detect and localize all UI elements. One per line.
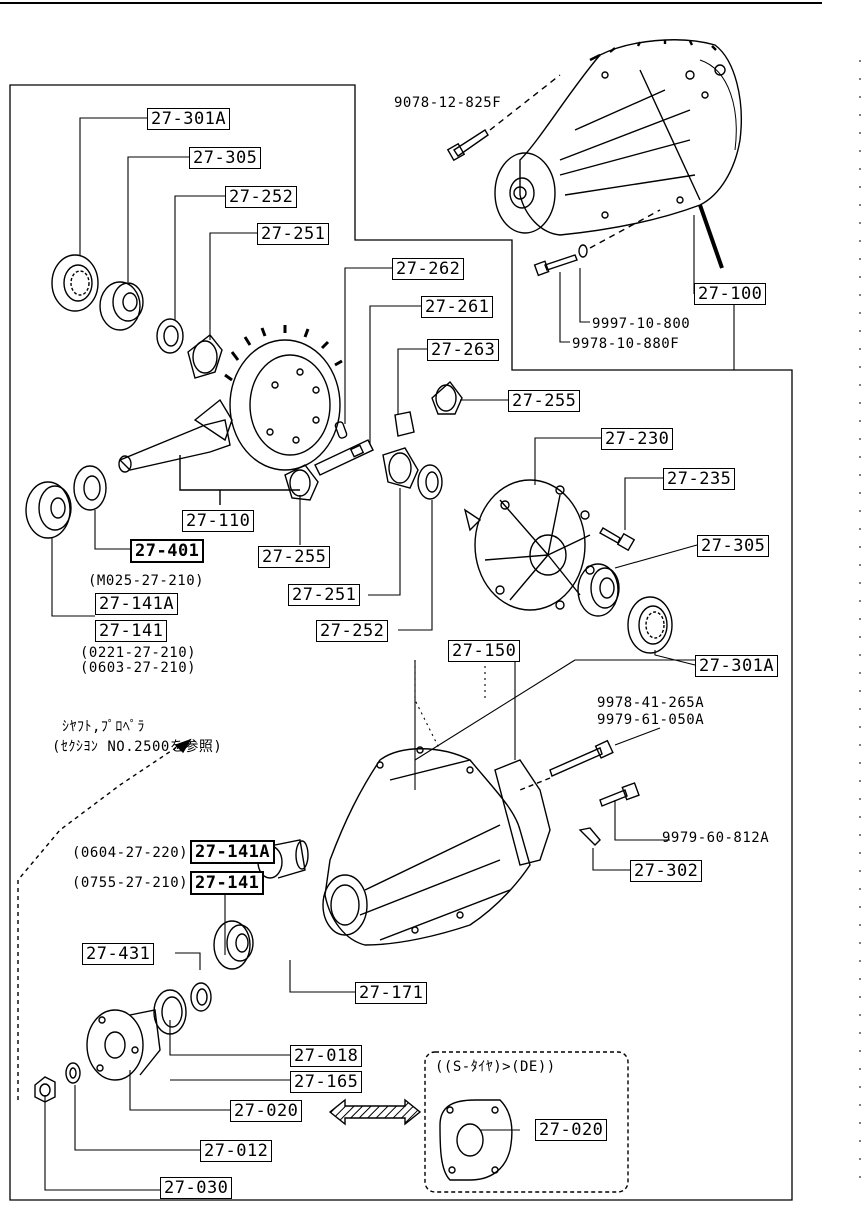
pin-27-262 bbox=[334, 421, 348, 439]
code-0604: (0604-27-220) bbox=[72, 845, 189, 861]
block-27-263 bbox=[394, 411, 415, 437]
spacer-27-431 bbox=[190, 982, 212, 1012]
code-9979-60: 9979-60-812A bbox=[662, 830, 770, 846]
bearing-27-141-lower bbox=[213, 920, 254, 970]
label-27-255-bottom: 27-255 bbox=[258, 546, 331, 568]
bolt-9978-41 bbox=[519, 739, 614, 791]
carrier-housing-lower bbox=[322, 746, 551, 946]
label-27-251-top: 27-251 bbox=[257, 223, 330, 245]
label-27-012: 27-012 bbox=[200, 1140, 273, 1162]
washer-27-252-top bbox=[156, 318, 184, 354]
label-27-252-top: 27-252 bbox=[225, 186, 298, 208]
oil-seal-27-301A-right bbox=[627, 596, 673, 654]
label-27-235: 27-235 bbox=[663, 468, 736, 490]
label-27-262: 27-262 bbox=[392, 258, 465, 280]
code-0221: (0221-27-210) bbox=[80, 645, 197, 661]
frame-outline bbox=[9, 84, 793, 1201]
code-9978-41: 9978-41-265A bbox=[597, 695, 705, 711]
code-m025: (M025-27-210) bbox=[88, 573, 205, 589]
label-27-251-bottom: 27-251 bbox=[288, 584, 361, 606]
shaft-27-261 bbox=[314, 439, 374, 476]
reference-arrow bbox=[17, 738, 192, 1100]
flange-27-020 bbox=[86, 1009, 161, 1081]
bolt-9978-10 bbox=[533, 209, 661, 277]
washer-27-252-bottom bbox=[417, 464, 443, 500]
label-27-305-right: 27-305 bbox=[697, 535, 770, 557]
code-9978-10: 9978-10-880F bbox=[572, 336, 680, 352]
label-27-030: 27-030 bbox=[160, 1177, 233, 1199]
washer-27-012 bbox=[65, 1062, 81, 1084]
oil-seal-27-165 bbox=[153, 989, 187, 1035]
spacer-27-401 bbox=[73, 465, 107, 511]
bolt-9078 bbox=[446, 74, 561, 162]
code-0603: (0603-27-210) bbox=[80, 660, 197, 676]
label-27-261: 27-261 bbox=[421, 296, 494, 318]
oil-seal-27-301A-top bbox=[51, 254, 99, 312]
label-27-100: 27-100 bbox=[694, 283, 767, 305]
pinion-gear-27-255-right bbox=[431, 380, 463, 415]
leader-lines-upper bbox=[51, 117, 735, 666]
label-27-150: 27-150 bbox=[448, 640, 521, 662]
note-shaft-ref-line1: ｼﾔﾌﾄ,ﾌﾟﾛﾍﾟﾗ bbox=[62, 719, 145, 735]
label-27-020: 27-020 bbox=[230, 1100, 303, 1122]
note-shaft-ref-line2: (ｾｸｼﾖﾝ NO.2500を参照) bbox=[52, 739, 223, 755]
label-27-255-right: 27-255 bbox=[508, 390, 581, 412]
code-9979-61: 9979-61-050A bbox=[597, 712, 705, 728]
bearing-27-141 bbox=[25, 481, 72, 539]
leader-lines-lower bbox=[44, 659, 730, 1191]
label-27-263: 27-263 bbox=[427, 339, 500, 361]
bearing-27-305-top bbox=[99, 281, 144, 331]
code-9078: 9078-12-825F bbox=[394, 95, 502, 111]
label-27-141A: 27-141A bbox=[95, 593, 179, 615]
differential-case-27-230 bbox=[463, 479, 595, 611]
nut-27-030 bbox=[34, 1076, 56, 1103]
label-27-018: 27-018 bbox=[290, 1045, 363, 1067]
label-27-302: 27-302 bbox=[630, 860, 703, 882]
carrier-housing-top bbox=[494, 39, 742, 269]
label-27-301A-right: 27-301A bbox=[695, 655, 779, 677]
equivalence-arrow bbox=[328, 1098, 422, 1126]
code-0755: (0755-27-210) bbox=[72, 875, 189, 891]
bolt-27-235 bbox=[599, 527, 636, 552]
ring-gear-pinion-27-110 bbox=[118, 325, 343, 505]
bolt-9979-60 bbox=[599, 782, 640, 807]
label-27-141: 27-141 bbox=[95, 620, 168, 642]
label-27-301A-top: 27-301A bbox=[147, 108, 231, 130]
label-27-305-top: 27-305 bbox=[189, 147, 262, 169]
label-27-110: 27-110 bbox=[182, 510, 255, 532]
label-27-020-inset: 27-020 bbox=[535, 1119, 608, 1141]
label-27-230: 27-230 bbox=[601, 428, 674, 450]
bracket-27-302 bbox=[578, 827, 601, 846]
label-27-171: 27-171 bbox=[355, 982, 428, 1004]
side-gear-27-251-bottom bbox=[382, 447, 419, 489]
label-27-141-lower: 27-141 bbox=[190, 871, 265, 895]
label-27-401: 27-401 bbox=[130, 539, 205, 563]
side-gear-27-251-top bbox=[187, 334, 223, 379]
inset-title: ((S-ﾀｲﾔ)>(DE)) bbox=[435, 1059, 556, 1075]
label-27-141A-lower: 27-141A bbox=[190, 840, 276, 864]
label-27-252-bottom: 27-252 bbox=[316, 620, 389, 642]
label-27-431: 27-431 bbox=[82, 943, 155, 965]
label-27-165: 27-165 bbox=[290, 1071, 363, 1093]
code-9997: 9997-10-800 bbox=[592, 316, 691, 332]
bearing-27-305-right bbox=[577, 563, 620, 617]
inset-box bbox=[424, 1051, 629, 1193]
